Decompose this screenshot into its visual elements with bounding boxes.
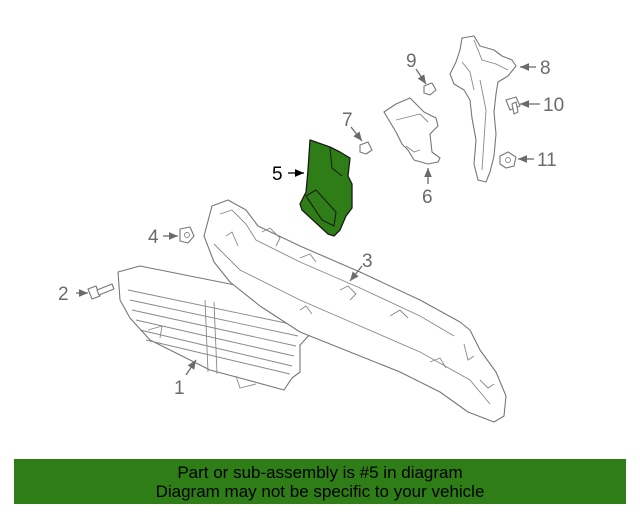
part-10-bolt [505, 96, 521, 115]
part-9-screw [423, 82, 437, 96]
banner-line-2: Diagram may not be specific to your vehi… [155, 482, 485, 501]
part-3-reinforcement-beam [203, 199, 507, 423]
callout-11: 11 [537, 150, 557, 171]
callout-7: 7 [342, 110, 353, 131]
callout-4: 4 [148, 227, 159, 248]
callout-5: 5 [272, 164, 283, 185]
part-11-nut [499, 151, 517, 169]
part-4-nut [179, 226, 195, 244]
part-5-air-deflector [299, 139, 353, 237]
callout-10: 10 [543, 95, 564, 116]
part-8-side-bracket [449, 35, 517, 183]
part-2-bolt [87, 283, 115, 300]
callout-3: 3 [362, 251, 373, 272]
parts-diagram: 1 2 3 4 5 6 7 8 9 10 11 [58, 35, 564, 423]
leader-3 [349, 265, 363, 282]
leader-7 [350, 126, 363, 142]
callout-6: 6 [422, 187, 433, 208]
leader-9 [415, 68, 427, 85]
part-7-screw [359, 141, 373, 155]
leader-1 [185, 359, 197, 376]
callout-9: 9 [406, 51, 417, 72]
part-6-bracket [383, 97, 441, 165]
banner-line-1: Part or sub-assembly is #5 in diagram [177, 463, 463, 482]
callout-1: 1 [174, 378, 185, 399]
callout-2: 2 [58, 284, 69, 305]
info-banner: Part or sub-assembly is #5 in diagram Di… [14, 459, 626, 504]
callout-8: 8 [540, 58, 551, 79]
